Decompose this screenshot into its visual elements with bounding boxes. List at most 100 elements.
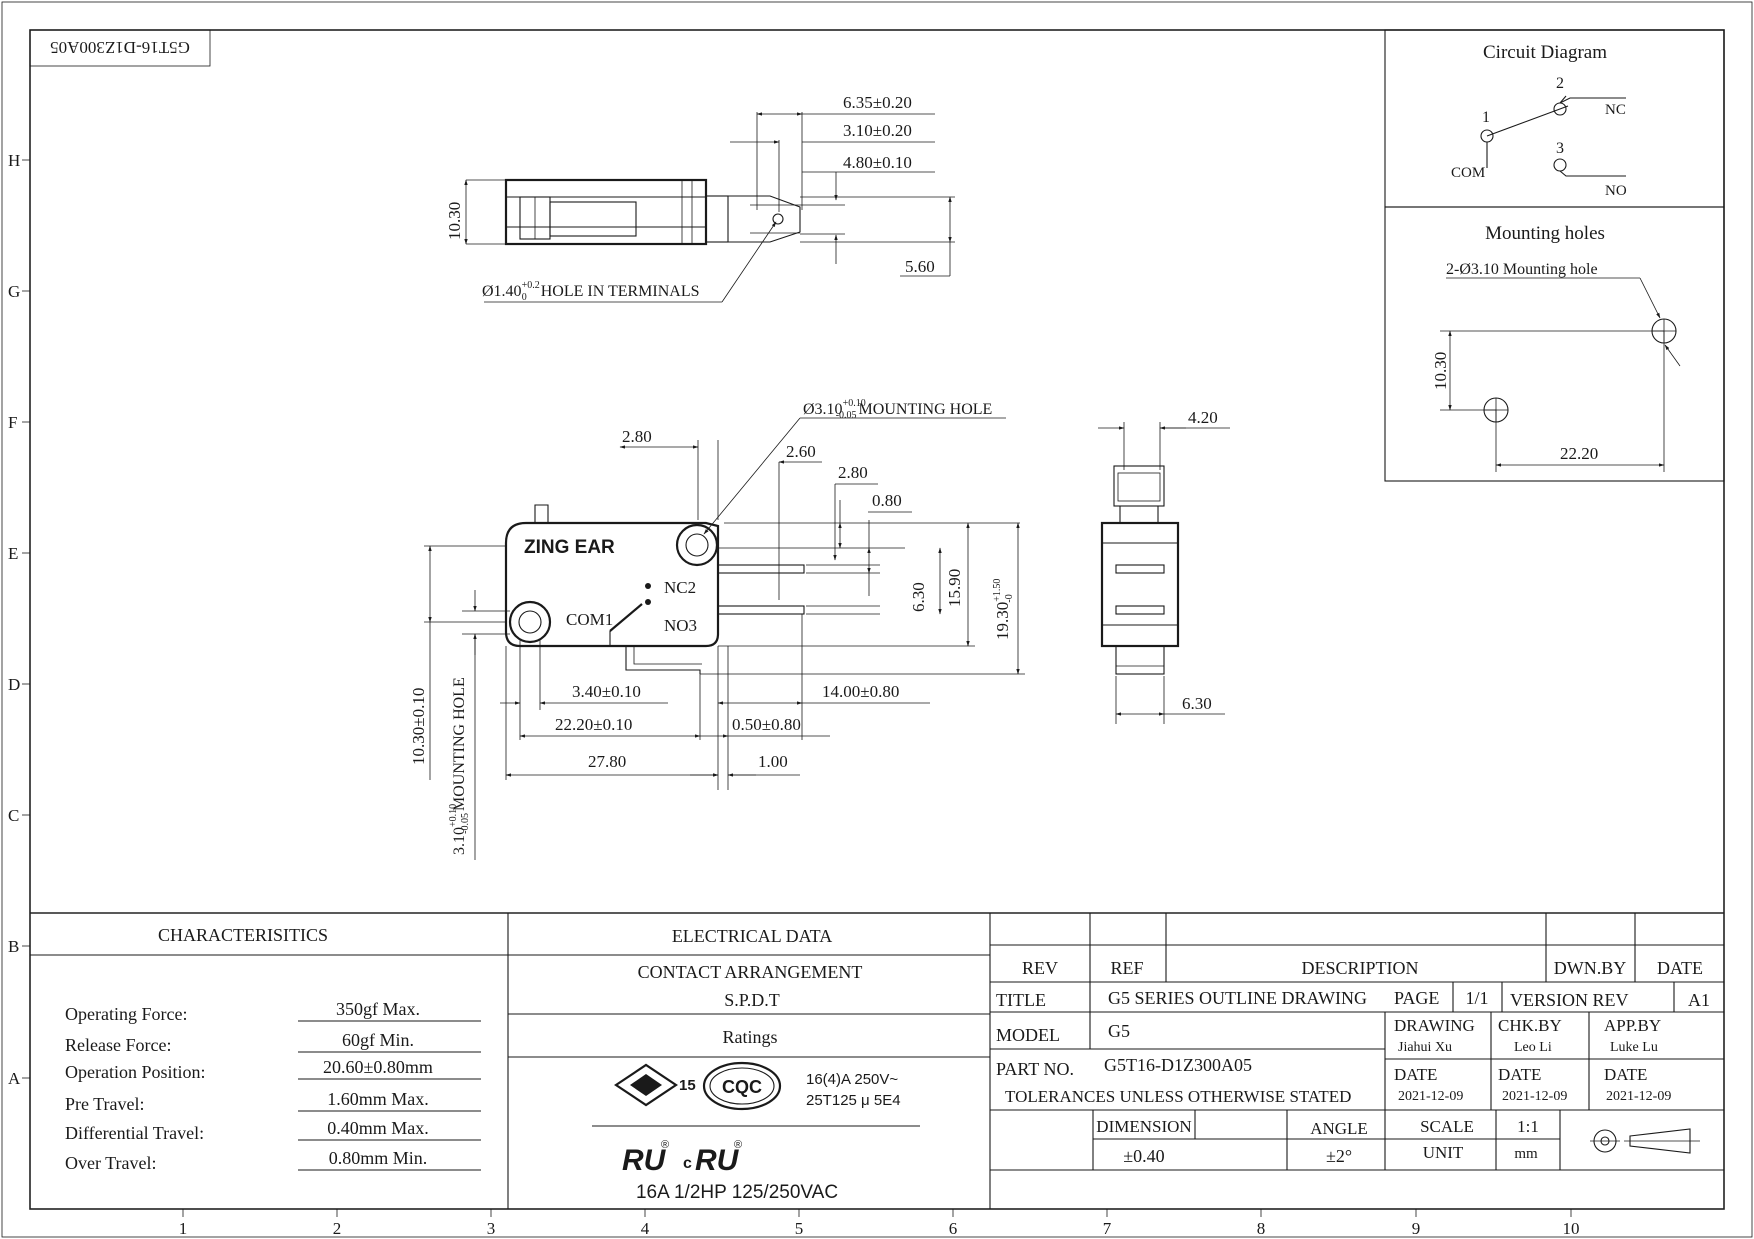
date-1-value: 2021-12-09 [1398,1089,1463,1104]
grid-row-label: E [8,544,18,563]
nc-label: NC [1605,102,1626,118]
dim-6-30-front: 6.30 [909,582,928,612]
grid-row-label: H [8,151,20,170]
app-by-value: Luke Lu [1610,1040,1658,1055]
dim-10-30-mount: 10.30±0.10 [409,688,428,765]
characteristics-header: CHARACTERISITICS [158,925,328,945]
projection-symbol-icon [1590,1128,1700,1154]
grid-row-label: G [8,282,20,301]
dim-19-30: 19.30+1.50-0 [992,579,1015,640]
side-dim-4-20: 4.20 [1188,408,1218,427]
date-3-value: 2021-12-09 [1606,1089,1671,1104]
page-value: 1/1 [1465,988,1488,1008]
date-1-label: DATE [1394,1065,1437,1084]
svg-text:15: 15 [679,1077,696,1094]
mounting-holes-title: Mounting holes [1485,223,1605,244]
pin-3-label: 3 [1556,140,1564,157]
drawing-label: DRAWING [1394,1016,1475,1035]
side-view: 4.20 6.30 [1098,408,1230,724]
dim-3-10-mount: 3.10+0.10-0.05MOUNTING HOLE [448,677,471,855]
dim-1-00: 1.00 [758,752,788,771]
pin-2-label: 2 [1556,75,1564,92]
dim-3-40: 3.40±0.10 [572,682,641,701]
grid-row-label: D [8,675,20,694]
characteristics-table: CHARACTERISITICS Operating Force: 350gf M… [30,913,509,1209]
dim-10-30-top: 10.30 [445,202,464,240]
mounting-hole-note-panel: 2-Ø3.10 Mounting hole [1446,261,1598,278]
dim-22-20: 22.20±0.10 [555,715,632,734]
date-2-label: DATE [1498,1065,1541,1084]
scale-label: SCALE [1420,1117,1474,1136]
date-2-value: 2021-12-09 [1502,1089,1567,1104]
unit-value: mm [1514,1146,1538,1162]
svg-text:®: ® [661,1139,669,1151]
contact-arrangement-value: S.P.D.T [724,990,780,1010]
dimension-label: DIMENSION [1096,1117,1191,1136]
title-block: REV REF DESCRIPTION DWN.BY DATE TITLE G5… [990,913,1724,1171]
dim-27-80: 27.80 [588,752,626,771]
svg-text:RU: RU [622,1144,667,1177]
scale-value: 1:1 [1517,1117,1539,1136]
cul-logo: c RU ® [683,1139,742,1177]
nc2-label: NC2 [664,578,696,597]
svg-text:®: ® [734,1139,742,1151]
electrical-data-table: ELECTRICAL DATA CONTACT ARRANGEMENT S.P.… [508,913,991,1209]
dim-3-10: 3.10±0.20 [843,121,912,140]
enec-logo: 15 [614,1063,696,1107]
characteristic-label: Release Force: [65,1035,171,1055]
dim-14-00: 14.00±0.80 [822,682,899,701]
tolerance-label: TOLERANCES UNLESS OTHERWISE STATED [1005,1087,1351,1106]
chk-by-value: Leo Li [1514,1040,1552,1055]
characteristic-value: 350gf Max. [336,999,420,1019]
part-no-label: PART NO. [996,1059,1074,1079]
svg-text:RU: RU [695,1144,740,1177]
grid-row-label: B [8,937,19,956]
ref-label: REF [1110,958,1143,978]
characteristic-label: Operating Force: [65,1004,187,1024]
characteristic-label: Operation Position: [65,1062,206,1082]
dim-5-60: 5.60 [905,257,935,276]
title-value: G5 SERIES OUTLINE DRAWING [1108,988,1367,1008]
title-label: TITLE [996,990,1046,1010]
grid-column-label: 5 [795,1219,804,1238]
dim-2-60: 2.60 [786,442,816,461]
model-value: G5 [1108,1021,1130,1041]
characteristic-label: Differential Travel: [65,1123,204,1143]
pin-1-label: 1 [1482,109,1490,126]
grid-column-label: 4 [641,1219,650,1238]
grid-column-label: 8 [1257,1219,1266,1238]
version-value: A1 [1688,990,1710,1010]
angle-value: ±2° [1326,1146,1352,1166]
mount-dim-22-20: 22.20 [1560,444,1598,463]
front-view: ZING EAR NC2 NO3 COM1 6.30 15.90 [409,398,1025,860]
com1-label: COM1 [566,610,613,629]
description-label: DESCRIPTION [1301,958,1418,978]
grid-column-label: 10 [1563,1219,1580,1238]
grid-row-label: C [8,806,19,825]
contact-arrangement-label: CONTACT ARRANGEMENT [638,962,863,982]
app-by-label: APP.BY [1604,1016,1661,1035]
dim-2-80-a: 2.80 [622,427,652,446]
drawing-code: G5T16-D1Z300A05 [50,38,190,57]
ul-logo: RU ® [622,1139,669,1177]
dim-6-35: 6.35±0.20 [843,93,912,112]
characteristic-label: Pre Travel: [65,1094,145,1114]
drawing-value: Jiahui Xu [1398,1040,1452,1055]
top-view: 6.35±0.20 3.10±0.20 4.80±0.10 10.30 5.60… [445,93,955,303]
dim-15-90: 15.90 [945,569,964,607]
dim-0-50: 0.50±0.80 [732,715,801,734]
grid-column-label: 2 [333,1219,342,1238]
rev-label: REV [1022,958,1058,978]
unit-label: UNIT [1423,1143,1464,1162]
page-label: PAGE [1394,988,1439,1008]
svg-text:c: c [683,1155,692,1172]
side-dim-6-30: 6.30 [1182,694,1212,713]
circuit-diagram-title: Circuit Diagram [1483,42,1607,63]
mount-dim-10-30: 10.30 [1431,352,1450,390]
grid-column-label: 7 [1103,1219,1112,1238]
characteristic-label: Over Travel: [65,1153,157,1173]
